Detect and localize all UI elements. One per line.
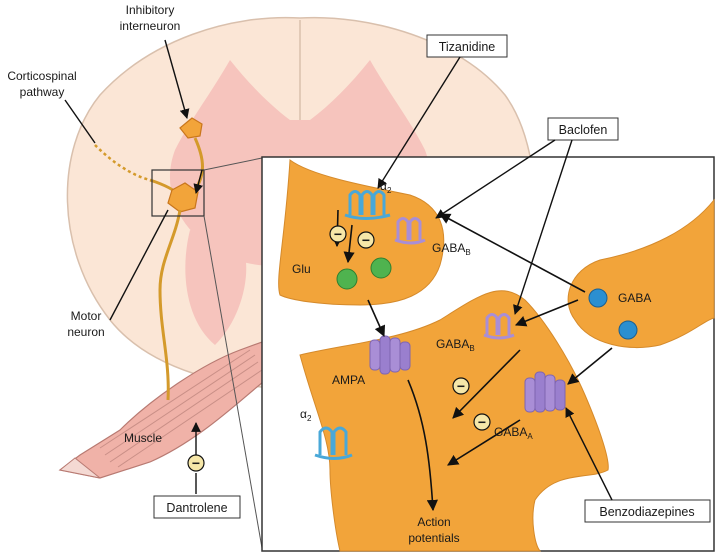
- glu-label: Glu: [292, 262, 311, 276]
- gaba-a-label: GABAA: [494, 425, 533, 441]
- alpha2-receptor-postsynaptic: [314, 426, 353, 460]
- gaba-vesicle: [588, 288, 608, 308]
- zoom-box: [151, 169, 205, 217]
- gaba-b-receptor-presynaptic: [394, 217, 426, 245]
- inhibit-symbol: −: [334, 226, 342, 242]
- inhibition-markers: [187, 225, 491, 472]
- inhibit-symbol: −: [457, 378, 465, 394]
- inhibitory-interneuron-label-1: Inhibitory: [126, 3, 175, 17]
- gaba-b-receptor-postsynaptic: [483, 313, 515, 340]
- gaba-b-label-post: GABAB: [436, 337, 475, 353]
- alpha2-receptor-presynaptic: [344, 190, 391, 220]
- ampa-label: AMPA: [332, 373, 365, 387]
- inhibit-symbol: −: [478, 414, 486, 430]
- alpha2-label-post: α2: [300, 407, 312, 423]
- baclofen-label: Baclofen: [559, 123, 608, 137]
- action-potentials-label-1: Action: [417, 515, 450, 529]
- alpha2-label-top: α2: [380, 179, 392, 195]
- glutamate-vesicle: [336, 268, 358, 290]
- motor-neuron-body: [167, 182, 199, 213]
- synapse-inset: − − − − −: [187, 156, 715, 552]
- inhibit-symbol: −: [362, 232, 370, 248]
- corticospinal-label-1: Corticospinal: [7, 69, 76, 83]
- gaba-a-receptor: [524, 371, 566, 413]
- motor-neuron-label-1: Motor: [71, 309, 102, 323]
- inhibitory-interneuron-body: [179, 117, 203, 139]
- gaba-label: GABA: [618, 291, 651, 305]
- gaba-b-label-top: GABAB: [432, 241, 471, 257]
- glutamate-vesicle: [370, 257, 392, 279]
- ampa-receptor: [369, 335, 411, 375]
- action-potentials-label-2: potentials: [408, 531, 459, 545]
- motor-neuron-label-2: neuron: [67, 325, 104, 339]
- inhibit-symbol: −: [192, 455, 200, 471]
- benzodiazepines-label: Benzodiazepines: [599, 505, 694, 519]
- dantrolene-label: Dantrolene: [166, 501, 227, 515]
- muscle-label: Muscle: [124, 431, 162, 445]
- inhibitory-interneuron-label-2: interneuron: [120, 19, 181, 33]
- gaba-vesicle: [618, 320, 638, 340]
- drug-boxes: Tizanidine Baclofen Benzodiazepines Dant…: [153, 34, 711, 523]
- tizanidine-label: Tizanidine: [439, 40, 496, 54]
- corticospinal-label-2: pathway: [20, 85, 65, 99]
